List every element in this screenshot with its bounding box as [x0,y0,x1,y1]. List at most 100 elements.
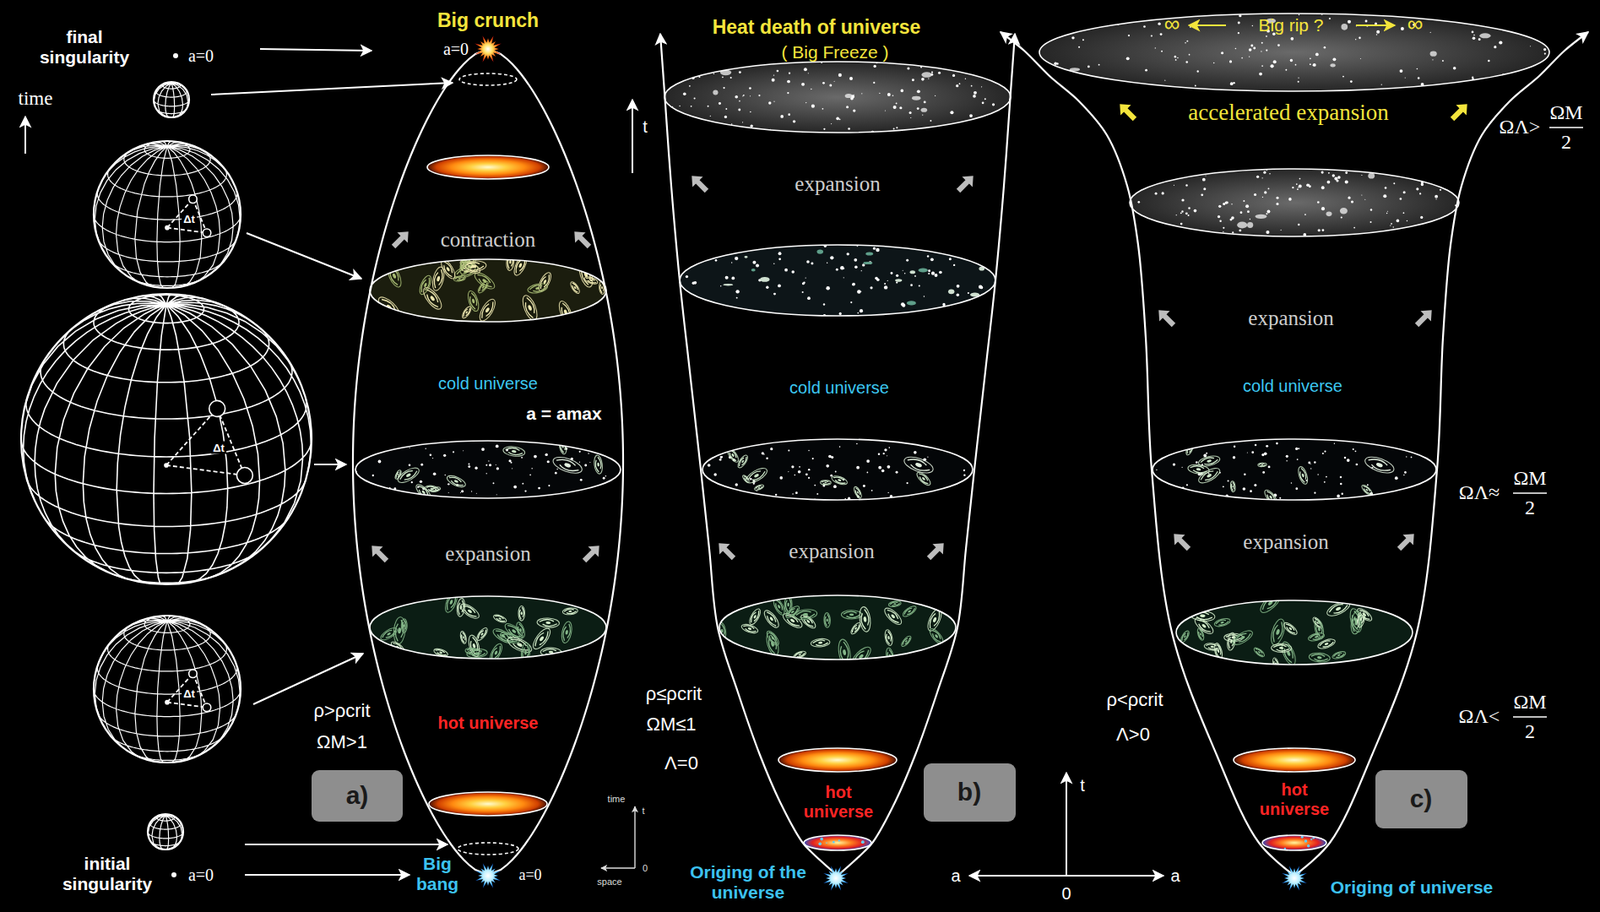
illustration-circle [822,81,825,85]
illustration-circle [812,457,814,460]
illustration-circle [952,74,955,77]
illustration-circle [1180,211,1183,214]
illustration-circle [927,77,929,79]
illustration-ellipse [466,289,481,313]
illustration-circle [888,446,890,449]
leader-arrow [1065,772,1068,876]
illustration-g [461,305,473,320]
illustration-circle [1137,200,1140,204]
illustration-g [562,607,579,615]
illustration-ellipse [511,629,517,635]
illustration-ellipse [1281,620,1299,637]
illustration-ellipse [719,595,956,660]
illustration-circle [771,78,776,82]
illustration-path [507,623,521,635]
illustration-ellipse [1329,63,1335,67]
illustration-circle [1248,55,1250,57]
illustration-circle [808,72,809,74]
illustration-ellipse [429,487,434,489]
illustration-ellipse [802,612,809,617]
illustration-circle [934,273,939,277]
illustration-circle [786,92,789,94]
illustration-ellipse [1152,439,1437,500]
illustration-g [1281,620,1299,637]
illustration-ellipse [793,607,819,621]
illustration-circle [1254,444,1257,446]
illustration-circle [420,463,424,467]
illustration-circle [835,268,839,272]
illustration-circle [521,482,524,485]
illustration-circle [1243,472,1246,475]
illustration-circle [765,286,769,289]
illustration-ellipse [1257,590,1283,616]
interval-label: Δt [181,687,197,700]
globe-figure [147,813,184,850]
universe-slice [1152,439,1437,507]
illustration-ellipse [747,607,763,626]
illustration-circle [1291,186,1294,189]
illustration-g [901,453,935,477]
illustration-ellipse [428,791,548,816]
illustration-circle [579,461,581,463]
illustration-circle [895,274,899,277]
illustration-circle [1252,25,1253,27]
illustration-circle [1322,228,1325,232]
illustration-circle [725,108,727,110]
illustration-circle [447,482,450,485]
illustration-circle [916,107,920,110]
illustration-g [413,482,434,502]
illustration-ellipse [901,453,935,477]
universe-slice [369,248,607,325]
illustration-g [536,617,560,628]
illustration-circle [1222,202,1226,206]
illustration-circle [743,94,745,97]
illustration-circle [1285,69,1287,71]
illustration-ellipse [569,280,581,295]
illustration-circle [794,474,797,477]
illustration-g [477,297,499,324]
illustration-circle [869,286,873,289]
illustration-circle [1249,218,1251,220]
illustration-circle [189,195,198,204]
illustration-circle [411,481,413,483]
illustration-ellipse [601,286,603,290]
illustration-circle [1390,222,1393,225]
illustration-ellipse [516,641,524,647]
illustration-circle [1313,461,1316,463]
illustration-circle [496,466,499,470]
illustration-g [593,454,604,474]
illustration-circle [1285,455,1289,458]
illustration-path [741,456,749,466]
illustration-circle [1187,214,1190,217]
illustration-circle [934,95,936,97]
illustration-circle [884,282,886,285]
illustration-circle [1157,21,1161,25]
illustration-ellipse [803,835,872,851]
illustration-circle [895,126,898,129]
illustration-circle [1498,40,1503,44]
illustration-path [479,303,491,319]
era-label: hot universe [1252,780,1337,819]
illustration-g [1355,610,1367,629]
illustration-circle [851,283,854,286]
illustration-ellipse [789,618,795,624]
illustration-circle [1297,447,1300,450]
illustration-circle [1325,476,1328,478]
illustration-ellipse [806,618,811,624]
formula-label: ΩM>1 [316,731,368,754]
illustration-ellipse [427,155,549,179]
illustration-circle [1155,192,1158,196]
illustration-ellipse [702,439,973,500]
illustration-line [166,408,217,466]
cone-outline [1294,32,1589,876]
illustration-path [1315,624,1321,638]
illustration-circle [467,465,471,468]
illustration-circle [1405,455,1407,457]
leader-arrow [246,233,362,279]
illustration-ellipse [743,255,748,259]
illustration-circle [1328,17,1331,20]
illustration-circle [495,464,497,466]
illustration-circle [978,284,982,288]
illustration-circle [1231,216,1235,220]
